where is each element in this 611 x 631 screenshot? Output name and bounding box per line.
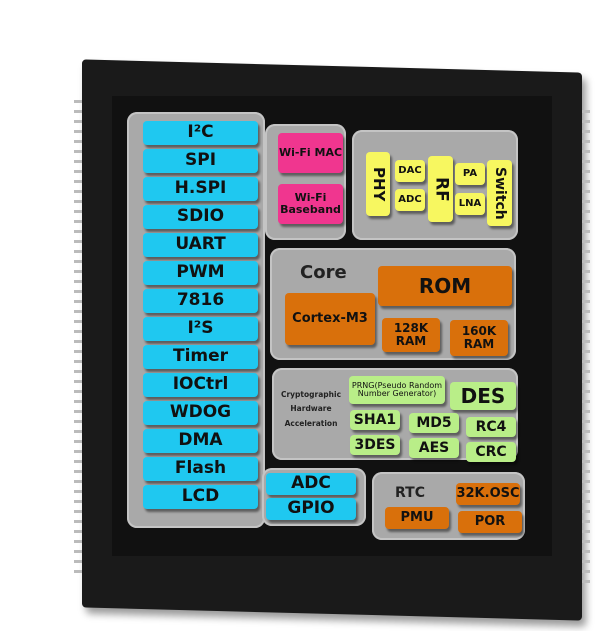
peripheral-block: Flash bbox=[143, 457, 258, 481]
crc-block: CRC bbox=[466, 442, 516, 462]
sha1-block: SHA1 bbox=[350, 410, 400, 430]
des-block: DES bbox=[450, 382, 516, 410]
peripheral-block: I²C bbox=[143, 121, 258, 145]
dac-block: DAC bbox=[395, 160, 425, 182]
rtc-label: RTC bbox=[395, 485, 425, 501]
por-block: POR bbox=[458, 511, 522, 533]
ram-128k-block: 128K RAM bbox=[382, 318, 440, 352]
rf-block: RF bbox=[428, 156, 453, 222]
3des-block: 3DES bbox=[350, 435, 400, 455]
cortex-m3-block: Cortex-M3 bbox=[285, 293, 375, 345]
peripheral-block: UART bbox=[143, 233, 258, 257]
wifi-baseband-block: Wi-Fi Baseband bbox=[278, 184, 343, 224]
crypto-label: Cryptographic Hardware Acceleration bbox=[280, 390, 342, 428]
peripheral-block: PWM bbox=[143, 261, 258, 285]
peripheral-block: WDOG bbox=[143, 401, 258, 425]
phy-block: PHY bbox=[366, 152, 390, 216]
ram-160k-block: 160K RAM bbox=[450, 320, 508, 356]
chip-pins-left bbox=[74, 100, 82, 580]
rom-block: ROM bbox=[378, 266, 512, 306]
adc-block: ADC bbox=[266, 473, 356, 495]
peripheral-block: I²S bbox=[143, 317, 258, 341]
prng-block: PRNG(Pseudo Random Number Generator) bbox=[349, 376, 445, 404]
rc4-block: RC4 bbox=[466, 417, 516, 437]
md5-block: MD5 bbox=[409, 413, 459, 433]
chip-pins-right bbox=[582, 110, 590, 590]
aes-block: AES bbox=[409, 438, 459, 458]
peripheral-block: H.SPI bbox=[143, 177, 258, 201]
switch-block: Switch bbox=[487, 160, 512, 226]
rf-adc-block: ADC bbox=[395, 189, 425, 211]
wifi-mac-block: Wi-Fi MAC bbox=[278, 133, 343, 173]
peripheral-block: Timer bbox=[143, 345, 258, 369]
core-label: Core bbox=[300, 262, 347, 283]
peripheral-block: LCD bbox=[143, 485, 258, 509]
pmu-block: PMU bbox=[385, 507, 449, 529]
gpio-block: GPIO bbox=[266, 498, 356, 520]
peripheral-block: 7816 bbox=[143, 289, 258, 313]
peripheral-block: SDIO bbox=[143, 205, 258, 229]
peripheral-block: SPI bbox=[143, 149, 258, 173]
32k-osc-block: 32K.OSC bbox=[456, 483, 520, 505]
peripheral-block: IOCtrl bbox=[143, 373, 258, 397]
pa-block: PA bbox=[455, 163, 485, 185]
peripheral-block: DMA bbox=[143, 429, 258, 453]
lna-block: LNA bbox=[455, 193, 485, 215]
